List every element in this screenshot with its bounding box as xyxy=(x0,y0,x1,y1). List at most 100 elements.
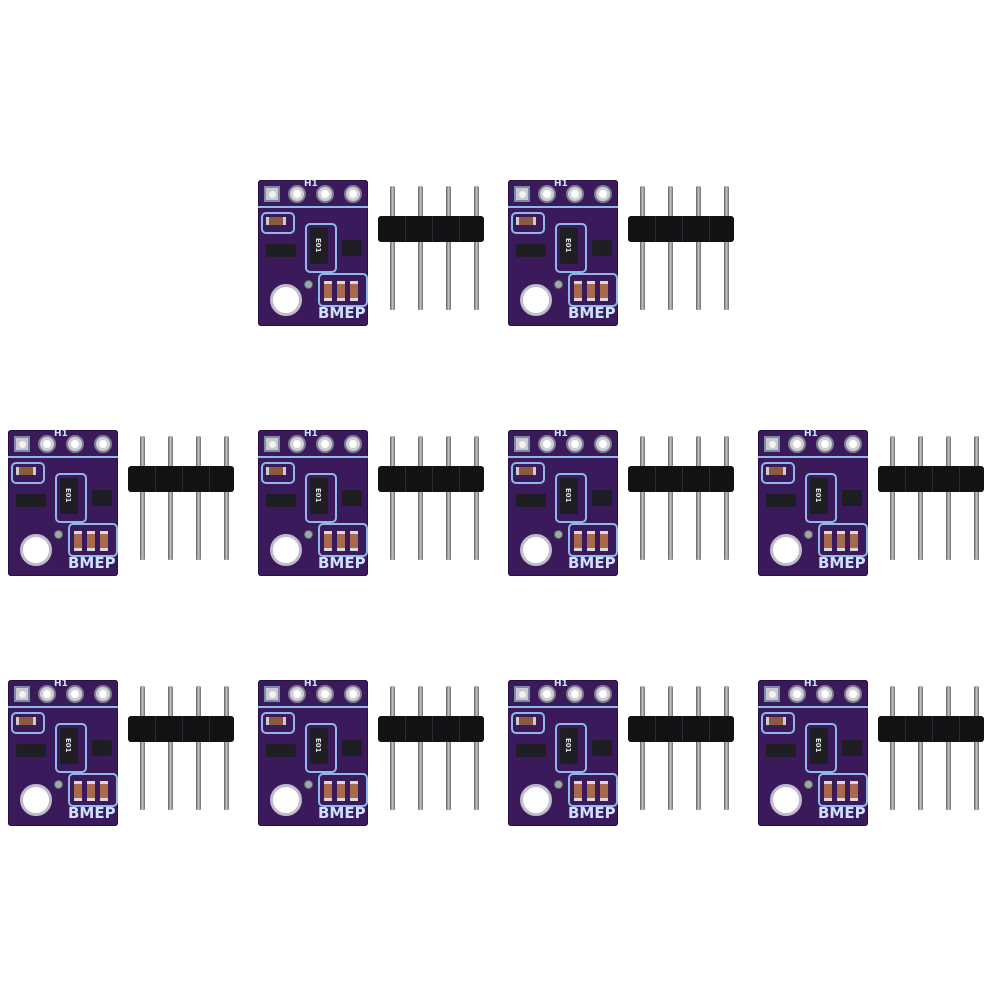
pin-header xyxy=(376,430,486,576)
header-pin xyxy=(418,436,423,560)
capacitor-icon xyxy=(824,781,832,801)
sensor-module-unit: H1 E01 BMEP xyxy=(500,672,750,832)
pcb-board: H1 E01 BMEP xyxy=(258,430,368,576)
round-pad-icon xyxy=(788,685,806,703)
header-silkscreen-label: H1 xyxy=(304,680,318,689)
trace-outline xyxy=(761,462,795,484)
capacitor-icon xyxy=(324,281,332,301)
square-pad-icon xyxy=(14,436,30,452)
resistor-icon xyxy=(766,467,786,475)
sensor-chip-icon xyxy=(60,728,78,764)
trace-outline xyxy=(511,712,545,734)
header-pin xyxy=(668,686,673,810)
header-pin xyxy=(140,686,145,810)
square-pad-icon xyxy=(764,436,780,452)
header-plastic-body xyxy=(128,466,234,492)
sensor-module-unit: H1 E01 BMEP xyxy=(500,172,750,332)
pin-header xyxy=(126,680,236,826)
trace-outline xyxy=(568,273,618,307)
mounting-hole xyxy=(770,784,802,816)
via-icon xyxy=(304,780,313,789)
via-icon xyxy=(54,530,63,539)
header-pin xyxy=(696,686,701,810)
capacitor-icon xyxy=(850,531,858,551)
chip-marking: E01 xyxy=(564,488,572,503)
round-pad-icon xyxy=(788,435,806,453)
round-pad-icon xyxy=(844,685,862,703)
round-pad-icon xyxy=(594,185,612,203)
pin-header xyxy=(876,430,986,576)
trace-line xyxy=(8,456,118,458)
board-label: BMEP xyxy=(68,554,116,572)
header-pin xyxy=(474,686,479,810)
header-pin xyxy=(196,436,201,560)
resistor-icon xyxy=(16,467,36,475)
board-label: BMEP xyxy=(318,804,366,822)
header-pin xyxy=(696,436,701,560)
round-pad-icon xyxy=(66,685,84,703)
round-pad-icon xyxy=(538,435,556,453)
capacitor-icon xyxy=(324,531,332,551)
resistor-icon xyxy=(266,467,286,475)
chip-marking: E01 xyxy=(64,738,72,753)
mounting-hole xyxy=(770,534,802,566)
round-pad-icon xyxy=(538,685,556,703)
header-silkscreen-label: H1 xyxy=(304,430,318,439)
trace-outline xyxy=(818,523,868,557)
board-label: BMEP xyxy=(818,554,866,572)
trace-outline xyxy=(555,223,587,273)
round-pad-icon xyxy=(344,435,362,453)
capacitor-icon xyxy=(574,781,582,801)
trace-outline xyxy=(568,523,618,557)
sensor-chip-icon xyxy=(310,728,328,764)
round-pad-icon xyxy=(316,435,334,453)
header-plastic-body xyxy=(878,716,984,742)
header-plastic-body xyxy=(378,716,484,742)
sensor-chip-icon xyxy=(310,478,328,514)
round-pad-icon xyxy=(816,435,834,453)
capacitor-icon xyxy=(600,531,608,551)
trace-outline xyxy=(55,473,87,523)
header-silkscreen-label: H1 xyxy=(554,680,568,689)
sensor-chip-icon xyxy=(810,478,828,514)
chip-marking: E01 xyxy=(314,488,322,503)
header-pin xyxy=(418,686,423,810)
trace-line xyxy=(508,206,618,208)
mounting-hole xyxy=(20,534,52,566)
board-label: BMEP xyxy=(568,304,616,322)
pcb-board: H1 E01 BMEP xyxy=(8,680,118,826)
trace-outline xyxy=(68,773,118,807)
header-pin xyxy=(390,686,395,810)
resistor-icon xyxy=(766,717,786,725)
square-pad-icon xyxy=(514,686,530,702)
trace-line xyxy=(258,206,368,208)
capacitor-icon xyxy=(600,281,608,301)
round-pad-icon xyxy=(538,185,556,203)
capacitor-icon xyxy=(337,781,345,801)
header-silkscreen-label: H1 xyxy=(54,430,68,439)
capacitor-icon xyxy=(87,531,95,551)
header-pin xyxy=(474,436,479,560)
header-pin xyxy=(946,436,951,560)
pcb-board: H1 E01 BMEP xyxy=(508,680,618,826)
round-pad-icon xyxy=(844,435,862,453)
capacitor-icon xyxy=(574,531,582,551)
header-silkscreen-label: H1 xyxy=(304,180,318,189)
header-pin xyxy=(474,186,479,310)
regulator-chip-icon xyxy=(92,490,112,506)
regulator-chip-icon xyxy=(842,490,862,506)
sensor-module-unit: H1 E01 BMEP xyxy=(750,422,1000,582)
capacitor-icon xyxy=(74,531,82,551)
trace-outline xyxy=(305,473,337,523)
trace-outline xyxy=(318,773,368,807)
resistor-icon xyxy=(516,717,536,725)
trace-line xyxy=(758,706,868,708)
via-icon xyxy=(554,780,563,789)
via-icon xyxy=(554,280,563,289)
header-pin xyxy=(640,686,645,810)
chip-marking: E01 xyxy=(564,738,572,753)
header-pin xyxy=(196,686,201,810)
sensor-module-unit: H1 E01 BMEP xyxy=(750,672,1000,832)
capacitor-icon xyxy=(600,781,608,801)
pin-header xyxy=(626,180,736,326)
